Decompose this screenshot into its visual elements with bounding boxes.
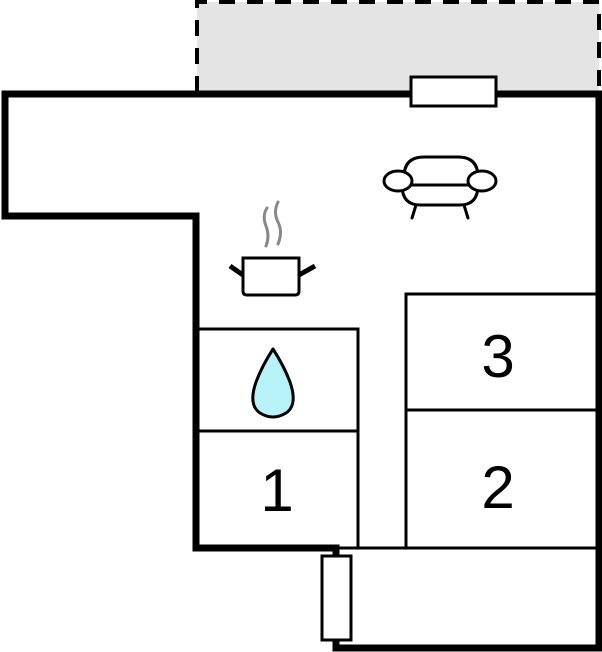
- cooking-pot-icon: [228, 200, 317, 297]
- room-1: [196, 429, 360, 550]
- door-terrace: [409, 75, 498, 108]
- door-entrance: [320, 554, 353, 642]
- room-1-label: 1: [260, 457, 293, 524]
- room-3-label: 3: [481, 323, 514, 390]
- sofa-icon: [382, 155, 498, 220]
- water-drop-icon: [251, 347, 295, 419]
- interior-walls: [196, 292, 601, 550]
- terrace-area: [195, 0, 601, 94]
- room-2-label: 2: [481, 454, 514, 521]
